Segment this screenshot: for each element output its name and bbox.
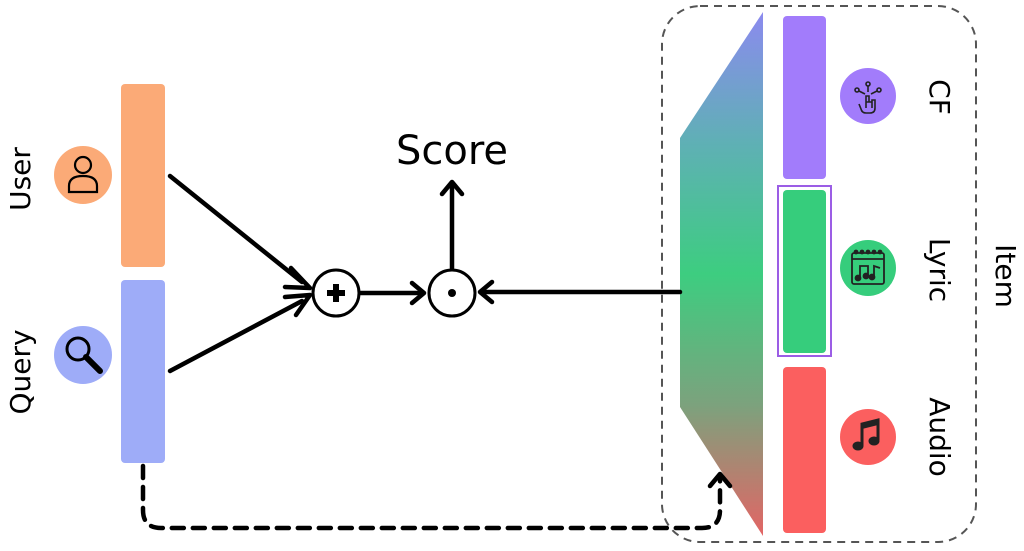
cf-icon-group [840, 68, 896, 124]
lyric-highlight-box [777, 185, 832, 357]
plus-operator [311, 268, 361, 318]
dot-product-operator [427, 268, 477, 318]
music-sheet-icon [851, 249, 885, 285]
item-group-box [661, 5, 977, 543]
query-embedding-bar [121, 280, 165, 463]
query-to-plus-arrow [167, 292, 313, 374]
audio-icon-group [840, 409, 896, 465]
dot-to-score-arrow [439, 179, 465, 271]
cf-embedding-bar [783, 16, 826, 179]
query-to-item-dashed-arrow [140, 463, 733, 531]
plus-to-dot-arrow [358, 280, 427, 306]
user-embedding-bar [121, 84, 165, 267]
item-label: Item [989, 244, 1022, 308]
lyric-label: Lyric [923, 238, 956, 302]
music-note-icon [852, 418, 880, 451]
magnifier-icon [65, 336, 103, 374]
touch-network-icon [854, 81, 882, 114]
user-label: User [4, 147, 37, 211]
audio-label: Audio [923, 397, 956, 477]
score-label: Score [396, 128, 508, 174]
query-label: Query [4, 329, 37, 414]
lyric-icon-group [840, 240, 896, 296]
cf-label: CF [923, 79, 956, 115]
item-encoder [680, 12, 763, 536]
person-icon [67, 155, 99, 194]
query-icon-group [54, 326, 112, 384]
audio-embedding-bar [783, 367, 826, 533]
item-to-dot-arrow [477, 279, 683, 305]
lyric-embedding-bar [783, 190, 826, 353]
user-icon-group [54, 146, 112, 204]
user-to-plus-arrow [167, 173, 313, 291]
